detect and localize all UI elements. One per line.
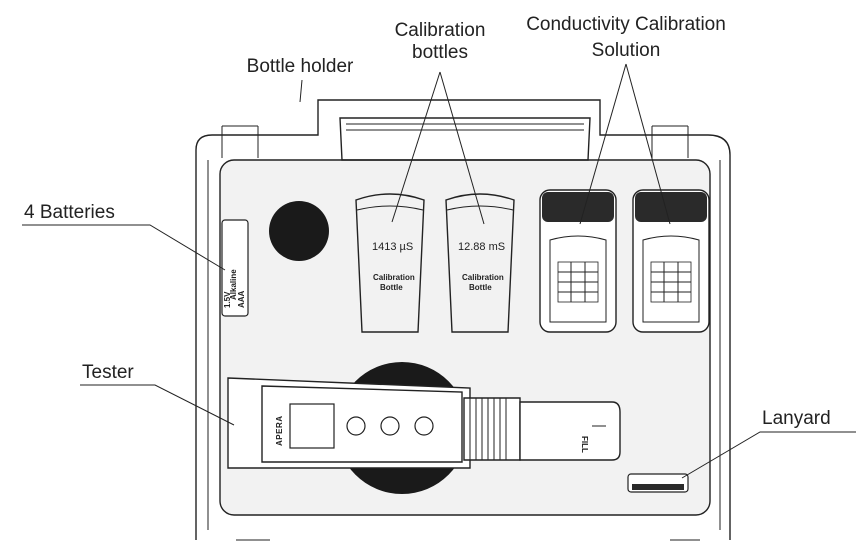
solution-bottle-2 bbox=[632, 189, 710, 333]
bottle-value: 1413 µS bbox=[372, 241, 413, 253]
callout-conductivity-line2: Solution bbox=[592, 40, 661, 61]
tester-brand: APERA bbox=[275, 415, 284, 446]
bottle-holder bbox=[269, 201, 329, 261]
battery-pack: Alkaline 1.5V AAA bbox=[221, 219, 249, 317]
bottle-label-line2: Bottle bbox=[469, 283, 492, 292]
bottle-label-line1: Calibration bbox=[462, 273, 504, 282]
battery-size-line1: 1.5V bbox=[223, 291, 232, 308]
tester-display bbox=[289, 403, 335, 449]
calibration-bottle-1: 1413 µS Calibration Bottle bbox=[355, 193, 425, 333]
bottle-cap bbox=[542, 192, 614, 222]
callout-lanyard: Lanyard bbox=[762, 408, 831, 429]
battery-size-line2: AAA bbox=[237, 290, 246, 308]
tester-button-2 bbox=[380, 416, 400, 436]
battery-brand: Alkaline bbox=[229, 269, 238, 300]
callout-tester: Tester bbox=[82, 362, 134, 383]
callout-bottle-holder: Bottle holder bbox=[247, 56, 354, 77]
tester-fill-label: FILL bbox=[580, 436, 589, 453]
tester: APERA FILL bbox=[227, 362, 621, 494]
calibration-bottle-2: 12.88 mS Calibration Bottle bbox=[445, 193, 515, 333]
callout-batteries: 4 Batteries bbox=[24, 202, 115, 223]
tester-button-3 bbox=[414, 416, 434, 436]
bottle-label-line1: Calibration bbox=[373, 273, 415, 282]
tester-button-1 bbox=[346, 416, 366, 436]
callout-calibration-bottles-line1: Calibration bbox=[395, 20, 486, 41]
leader-lines bbox=[22, 63, 856, 479]
bottle-cap bbox=[635, 192, 707, 222]
bottle-label-line2: Bottle bbox=[380, 283, 403, 292]
callout-conductivity-line1: Conductivity Calibration bbox=[526, 14, 726, 35]
tester-probe-cap bbox=[519, 401, 621, 461]
callout-calibration-bottles-line2: bottles bbox=[412, 42, 468, 63]
solution-bottle-1 bbox=[539, 189, 617, 333]
lanyard bbox=[627, 473, 689, 493]
bottle-value: 12.88 mS bbox=[458, 241, 505, 253]
